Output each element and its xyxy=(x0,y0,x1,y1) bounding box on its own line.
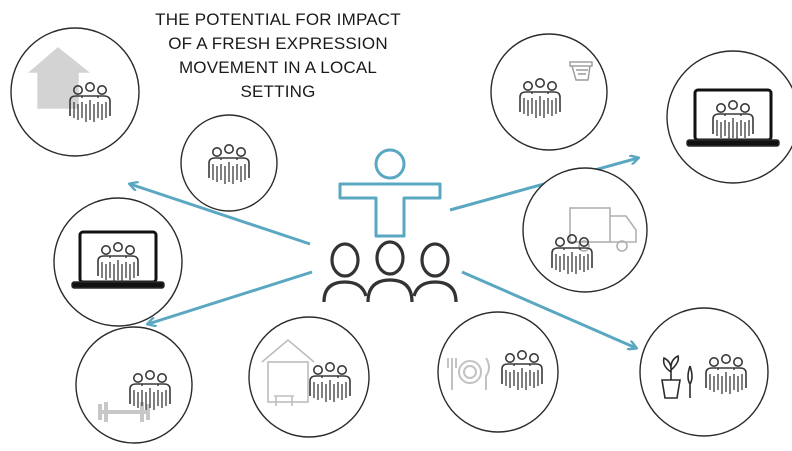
context-circles xyxy=(10,27,792,444)
title-line-2: OF A FRESH EXPRESSION xyxy=(168,34,388,53)
three-people-icon xyxy=(322,240,458,303)
house-sink-icon xyxy=(261,338,315,406)
circle-fitness xyxy=(75,326,193,444)
circle-basketball xyxy=(490,33,608,151)
title-line-1: THE POTENTIAL FOR IMPACT xyxy=(155,10,401,29)
circle-gathering xyxy=(180,114,278,212)
title-line-4: SETTING xyxy=(240,82,316,101)
arrow-to-left-laptop xyxy=(130,184,311,246)
page-title: THE POTENTIAL FOR IMPACT OF A FRESH EXPR… xyxy=(148,8,408,104)
title-line-3: MOVEMENT IN A LOCAL xyxy=(178,58,378,77)
person-arms-out-icon xyxy=(338,148,442,238)
truck-icon xyxy=(569,207,637,252)
house-icon xyxy=(28,47,90,109)
arrow-to-bottom-right xyxy=(461,270,636,348)
dumbbell-icon xyxy=(98,402,150,422)
arrow-to-bottom-left xyxy=(148,270,313,324)
plate-cutlery-icon xyxy=(447,357,490,390)
circle-dining xyxy=(437,311,559,433)
circle-truck xyxy=(522,167,648,293)
circle-home xyxy=(10,27,140,157)
circle-gardening xyxy=(639,307,769,437)
circle-online-right xyxy=(666,50,792,184)
circle-online-left xyxy=(53,197,183,327)
basketball-hoop-icon xyxy=(569,61,593,81)
plant-trowel-icon xyxy=(661,354,693,399)
circle-home-kitchen xyxy=(248,316,370,438)
